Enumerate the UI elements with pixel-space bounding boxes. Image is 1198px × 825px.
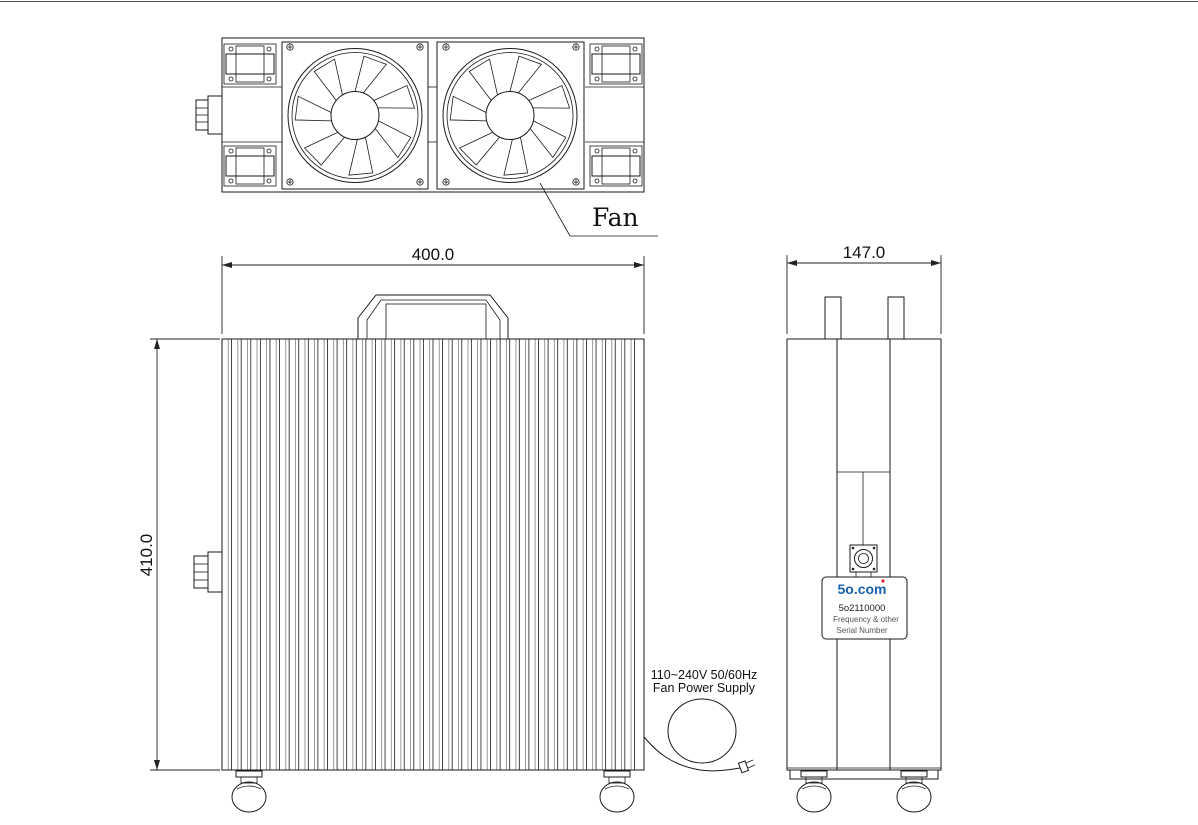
front-height-value: 410.0 [137, 534, 156, 577]
fan-blade [294, 95, 332, 122]
front-width-value: 400.0 [412, 245, 455, 264]
label-line1: Frequency & other [833, 615, 899, 624]
top-view: Fan [195, 37, 658, 237]
caster-wheel-front-right [599, 770, 635, 813]
label-model: 5o2110000 [839, 603, 886, 614]
power-cable [643, 698, 756, 774]
heatsink-fins [227, 339, 635, 770]
caster-wheel-side-left [796, 770, 832, 813]
screw-icon [442, 178, 450, 186]
power-note-line2: Fan Power Supply [653, 681, 756, 695]
screw-icon [442, 43, 450, 51]
top-view-outline [221, 37, 645, 193]
fan-blade [468, 58, 498, 101]
power-note-line1: 110~240V 50/60Hz [651, 668, 757, 682]
screw-icon [286, 178, 294, 186]
fan-blade [509, 55, 543, 94]
wheel-brackets-top [223, 43, 643, 187]
screw-icon [572, 178, 580, 186]
fan-blade [458, 131, 500, 166]
fan-blade [354, 55, 388, 94]
fan-blade [303, 131, 345, 166]
fan-blade [313, 58, 343, 101]
caster-wheel-side-right [896, 770, 932, 813]
fan-callout: Fan [539, 182, 658, 237]
side-width-value: 147.0 [843, 243, 886, 262]
front-view: 400.0 410.0 [137, 245, 757, 813]
handle-post-left [824, 296, 842, 340]
handle-post-right [887, 296, 905, 340]
screw-icon [572, 43, 580, 51]
fan-blade [348, 137, 374, 176]
housing-screws [286, 43, 580, 186]
screw-icon [416, 43, 424, 51]
cable-gland-front [193, 551, 223, 593]
cable-coil [667, 698, 737, 764]
screw-icon [286, 43, 294, 51]
carry-handle [357, 294, 509, 340]
wheel-bracket [223, 145, 277, 187]
fan-blade [528, 84, 571, 109]
width-dimension-front: 400.0 [221, 245, 645, 334]
wheel-bracket [589, 145, 643, 187]
screw-icon [416, 178, 424, 186]
cable-gland-top [195, 95, 223, 135]
label-line2: Serial Number [836, 626, 887, 635]
fan-blade [373, 84, 416, 109]
fan-blade [503, 137, 529, 176]
fan-housing-left [281, 41, 429, 190]
fan-blade [529, 120, 567, 159]
rf-connector [849, 544, 878, 578]
product-label: 5o.com 5o2110000 Frequency & other Seria… [821, 576, 908, 640]
wheel-bracket [589, 43, 643, 85]
label-brand: 5o.com [837, 581, 886, 597]
plug-icon [737, 759, 756, 774]
side-view: 147.0 5o.com 5o2110000 Freq [786, 243, 942, 813]
width-dimension-side: 147.0 [786, 243, 942, 334]
side-body [786, 338, 942, 771]
fan-blade [449, 95, 487, 122]
wheel-bracket [223, 43, 277, 85]
height-dimension-front: 410.0 [137, 338, 220, 771]
fan-housing-right [436, 41, 585, 190]
fan-left [287, 48, 423, 183]
fan-label: Fan [592, 203, 639, 232]
fan-right [442, 48, 578, 183]
caster-wheel-front-left [231, 770, 267, 813]
fan-blade [374, 120, 412, 159]
